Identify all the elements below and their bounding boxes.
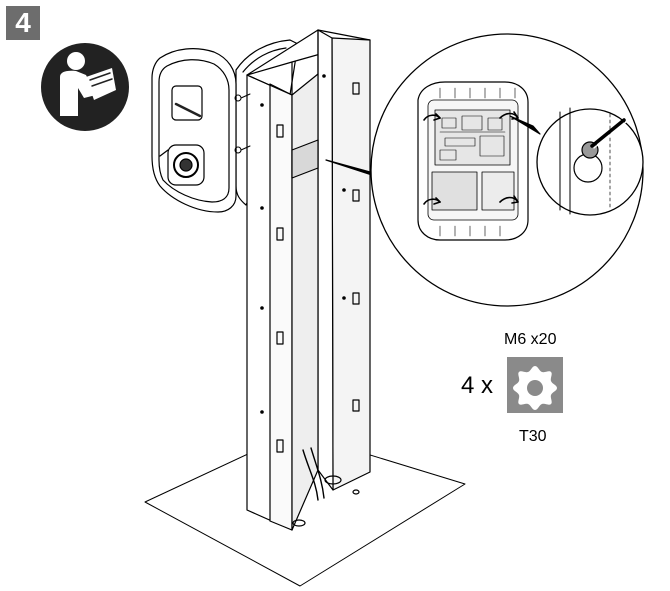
- front-wallbox: [151, 48, 251, 213]
- mounting-post: [246, 29, 371, 531]
- torx-t30-icon: [507, 357, 563, 413]
- supply-cable: [302, 447, 325, 501]
- read-manual-icon: [41, 43, 129, 131]
- screw-detail-inset: [536, 107, 644, 216]
- step-number-badge: 4: [6, 6, 40, 40]
- fastener-size-label: M6 x20: [504, 331, 557, 348]
- floor-plate: [144, 431, 466, 587]
- fastener-quantity-label: 4 x: [461, 372, 494, 399]
- detail-circle: [370, 33, 644, 307]
- tool-size-label: T30: [519, 428, 547, 445]
